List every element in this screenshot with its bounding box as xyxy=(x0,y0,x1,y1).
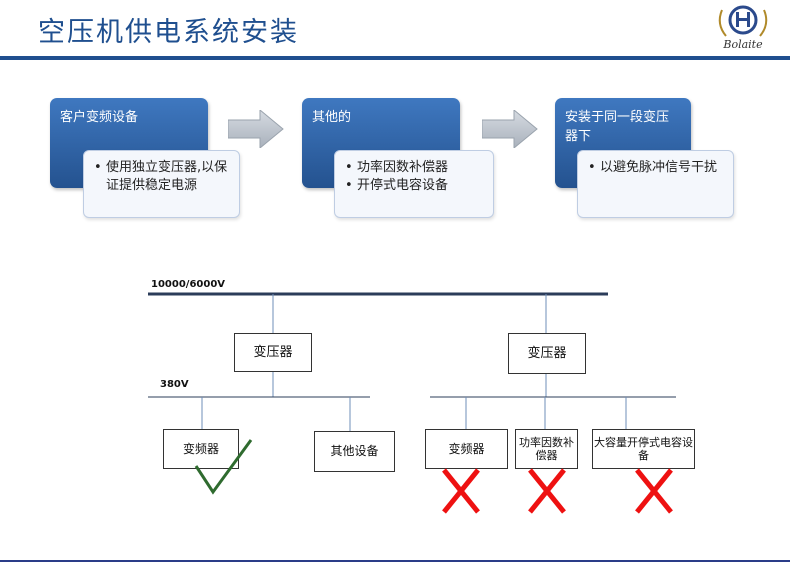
high-voltage-label: 10000/6000V xyxy=(151,279,226,290)
stage-2-heading: 其他的 xyxy=(312,110,352,125)
stage-1-heading: 客户变频设备 xyxy=(60,110,139,125)
footer-rule xyxy=(0,560,790,562)
right-capacitor-equipment-box: 大容量开停式电容设备 xyxy=(592,429,695,469)
stage-3-note: 以避免脉冲信号干扰 xyxy=(577,150,734,218)
stage-2-bullet-1: 功率因数补偿器 xyxy=(345,159,485,177)
title-underline xyxy=(0,56,790,60)
cross-mark-1-icon xyxy=(442,468,480,514)
stage-3-bullet-1: 以避免脉冲信号干扰 xyxy=(588,159,725,177)
flow-arrow-2-icon xyxy=(482,110,538,148)
stage-2-note: 功率因数补偿器 开停式电容设备 xyxy=(334,150,494,218)
stage-2-bullet-2: 开停式电容设备 xyxy=(345,177,485,195)
logo-emblem-icon xyxy=(718,5,768,37)
stage-1-note: 使用独立变压器,以保证提供稳定电源 xyxy=(83,150,240,218)
cross-mark-3-icon xyxy=(635,468,673,514)
left-vfd-box: 变频器 xyxy=(163,429,239,469)
flow-arrow-1-icon xyxy=(228,110,284,148)
right-vfd-box: 变频器 xyxy=(425,429,508,469)
low-voltage-label: 380V xyxy=(160,379,189,390)
logo-text: Bolaite xyxy=(723,38,763,51)
cross-mark-2-icon xyxy=(528,468,566,514)
left-other-equipment-box: 其他设备 xyxy=(314,431,395,472)
right-pf-compensator-box: 功率因数补偿器 xyxy=(515,429,578,469)
stage-1-bullet-1: 使用独立变压器,以保证提供稳定电源 xyxy=(94,159,231,195)
check-mark-icon xyxy=(194,439,253,495)
company-logo: Bolaite xyxy=(708,2,778,54)
transformer-left: 变压器 xyxy=(234,333,312,372)
stage-3-heading: 安装于同一段变压器下 xyxy=(565,110,670,144)
transformer-right: 变压器 xyxy=(508,333,586,374)
page-title: 空压机供电系统安装 xyxy=(38,17,299,48)
